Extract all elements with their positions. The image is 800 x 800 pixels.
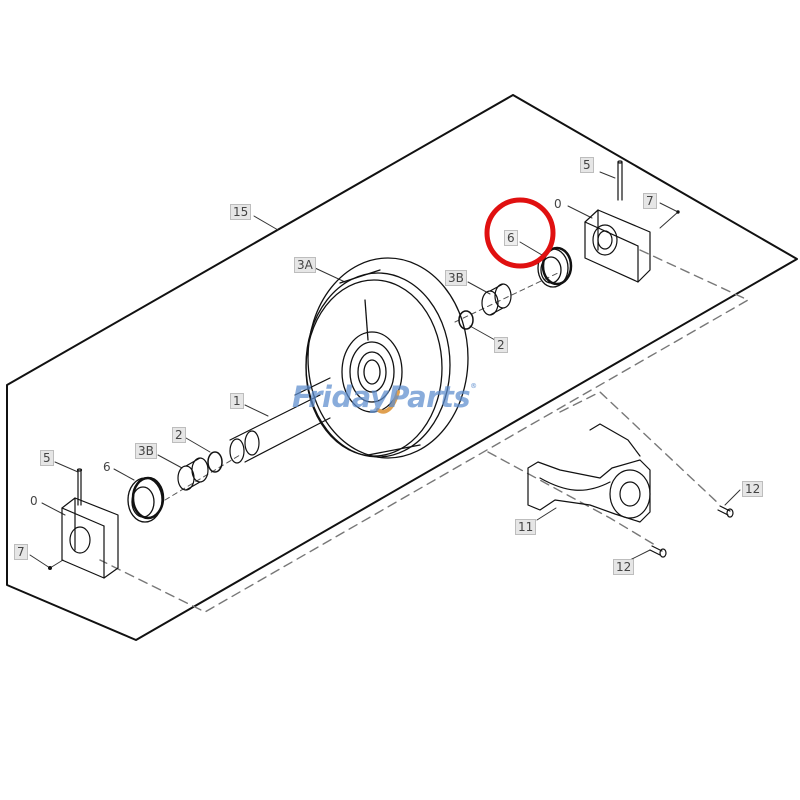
callout-12-upper[interactable]: 12 [742,481,764,497]
highlight-circle [484,197,556,269]
bearing-block-right [584,160,651,283]
bushing-left [177,457,209,491]
bolt-upper [717,505,734,518]
callout-15[interactable]: 15 [230,204,252,220]
callout-6-left[interactable]: 6 [103,460,111,474]
watermark-swoosh [376,390,400,414]
callout-2-right[interactable]: 2 [494,337,508,353]
callout-2-left[interactable]: 2 [172,427,186,443]
callout-7-left[interactable]: 7 [14,544,28,560]
callout-1[interactable]: 1 [230,393,244,409]
shaft [229,377,331,464]
assembly-outline [6,94,798,641]
callout-11[interactable]: 11 [515,519,537,535]
seal-right [537,246,573,288]
bolt-lower [649,545,667,558]
callout-3a[interactable]: 3A [294,257,316,273]
bushing-right [481,283,512,316]
callout-3b-left[interactable]: 3B [135,443,157,459]
callout-3b-right[interactable]: 3B [445,270,467,286]
dashed-boundary [99,249,749,613]
axis-line-left [164,454,241,501]
axis-line [454,271,561,323]
watermark-logo: FridayParts® [292,380,477,414]
callout-5-left[interactable]: 5 [40,450,54,466]
callout-7-right[interactable]: 7 [643,193,657,209]
o-ring-left [207,451,223,473]
plug-right [676,210,680,214]
seal-left [127,476,165,523]
callout-5-right[interactable]: 5 [580,157,594,173]
yoke-bracket [527,423,651,523]
dashed-boundary-yoke [559,391,721,506]
callout-6-right[interactable]: 6 [504,230,518,246]
bearing-block-left [61,468,119,579]
callout-0-left[interactable]: 0 [30,494,38,508]
plug-left [48,566,52,570]
callout-12-lower[interactable]: 12 [613,559,635,575]
callout-0-right[interactable]: 0 [554,197,562,211]
dashed-boundary-yoke-lower [487,451,656,546]
o-ring-right [458,310,474,330]
idler-wheel [305,257,469,459]
